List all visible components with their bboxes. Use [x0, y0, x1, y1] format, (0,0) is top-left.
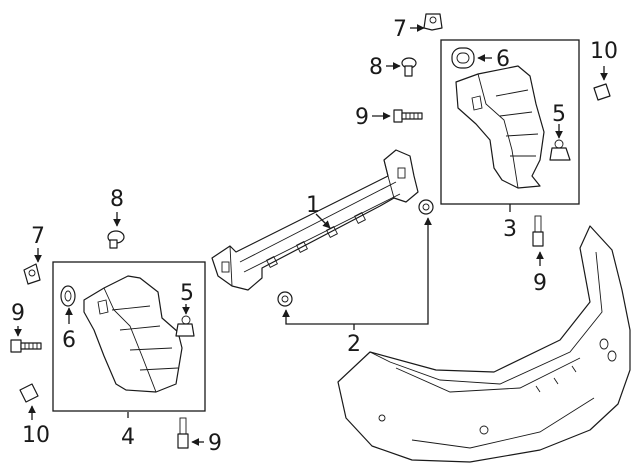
callout-10-right: 10 [590, 39, 618, 64]
callout-8-top: 8 [369, 55, 383, 80]
bolt-9-left [10, 339, 42, 353]
callout-5-right: 5 [552, 102, 566, 127]
callout-6-left: 6 [62, 328, 76, 353]
clip-right [549, 139, 571, 161]
push-pin-left [23, 263, 41, 285]
clip-left [175, 315, 195, 337]
callout-7-left: 7 [31, 224, 45, 249]
callout-5-left: 5 [180, 281, 194, 306]
callout-2: 2 [347, 332, 361, 357]
retainer-10-left [19, 383, 39, 403]
nut-right [418, 199, 434, 215]
callout-7-top: 7 [393, 17, 407, 42]
bolt-9-right [532, 215, 544, 247]
callout-1: 1 [306, 193, 320, 218]
callout-3: 3 [503, 217, 517, 242]
callout-4: 4 [121, 425, 135, 450]
grommet-right [451, 47, 475, 69]
screw-8-left [107, 230, 125, 249]
callout-1-leader [315, 213, 331, 229]
callout-9-top: 9 [355, 105, 369, 130]
screw-8-top [401, 57, 417, 77]
bracket-left [83, 275, 183, 393]
bumper-reinforcement-beam [211, 149, 419, 291]
callout-2-leader [282, 217, 432, 325]
bumper-cover [337, 225, 631, 463]
callout-9-right: 9 [533, 271, 547, 296]
group-box-left [52, 261, 206, 412]
retainer-10-right [593, 83, 611, 101]
grommet-left [60, 285, 76, 307]
bracket-right [455, 65, 545, 189]
push-pin-top [423, 13, 443, 31]
callout-9-bottom: 9 [208, 431, 222, 456]
callout-8-left: 8 [110, 187, 124, 212]
nut-left [277, 291, 293, 307]
bolt-9-top [393, 109, 423, 123]
bolt-9-bottom [177, 417, 189, 449]
callout-10-left: 10 [22, 423, 50, 448]
callout-6-right: 6 [496, 47, 510, 72]
callout-9-left: 9 [11, 301, 25, 326]
